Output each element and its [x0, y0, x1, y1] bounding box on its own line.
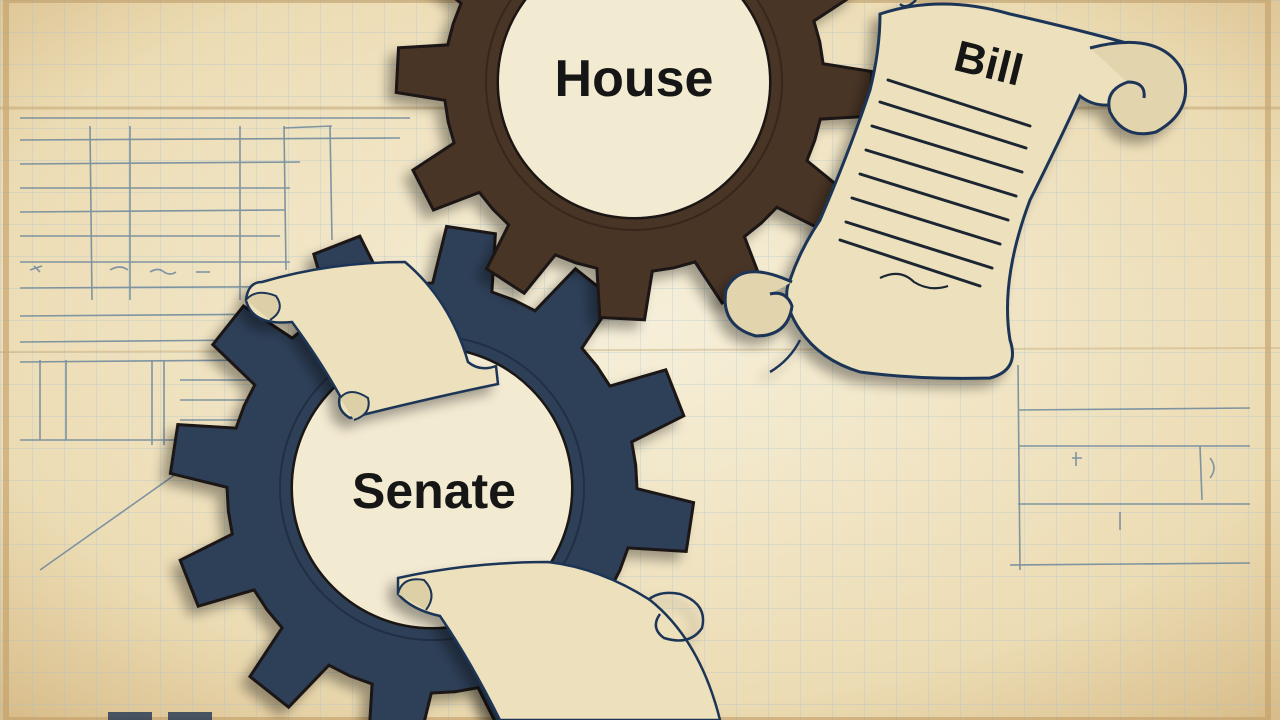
house-gear-icon-center	[497, 0, 771, 219]
bill-scroll: Bill	[723, 0, 1188, 380]
house-gear-icon-ring	[485, 0, 783, 231]
house-label: House	[555, 50, 714, 108]
scroll-banner-lower	[396, 560, 722, 720]
house-gear: House	[394, 0, 874, 322]
bill-text-lines	[838, 78, 1032, 288]
sketch-drawing-right	[1009, 364, 1251, 571]
senate-label: Senate	[352, 463, 516, 519]
sketch-bottom-marks	[108, 712, 212, 720]
scroll-banner-upper	[244, 260, 500, 421]
